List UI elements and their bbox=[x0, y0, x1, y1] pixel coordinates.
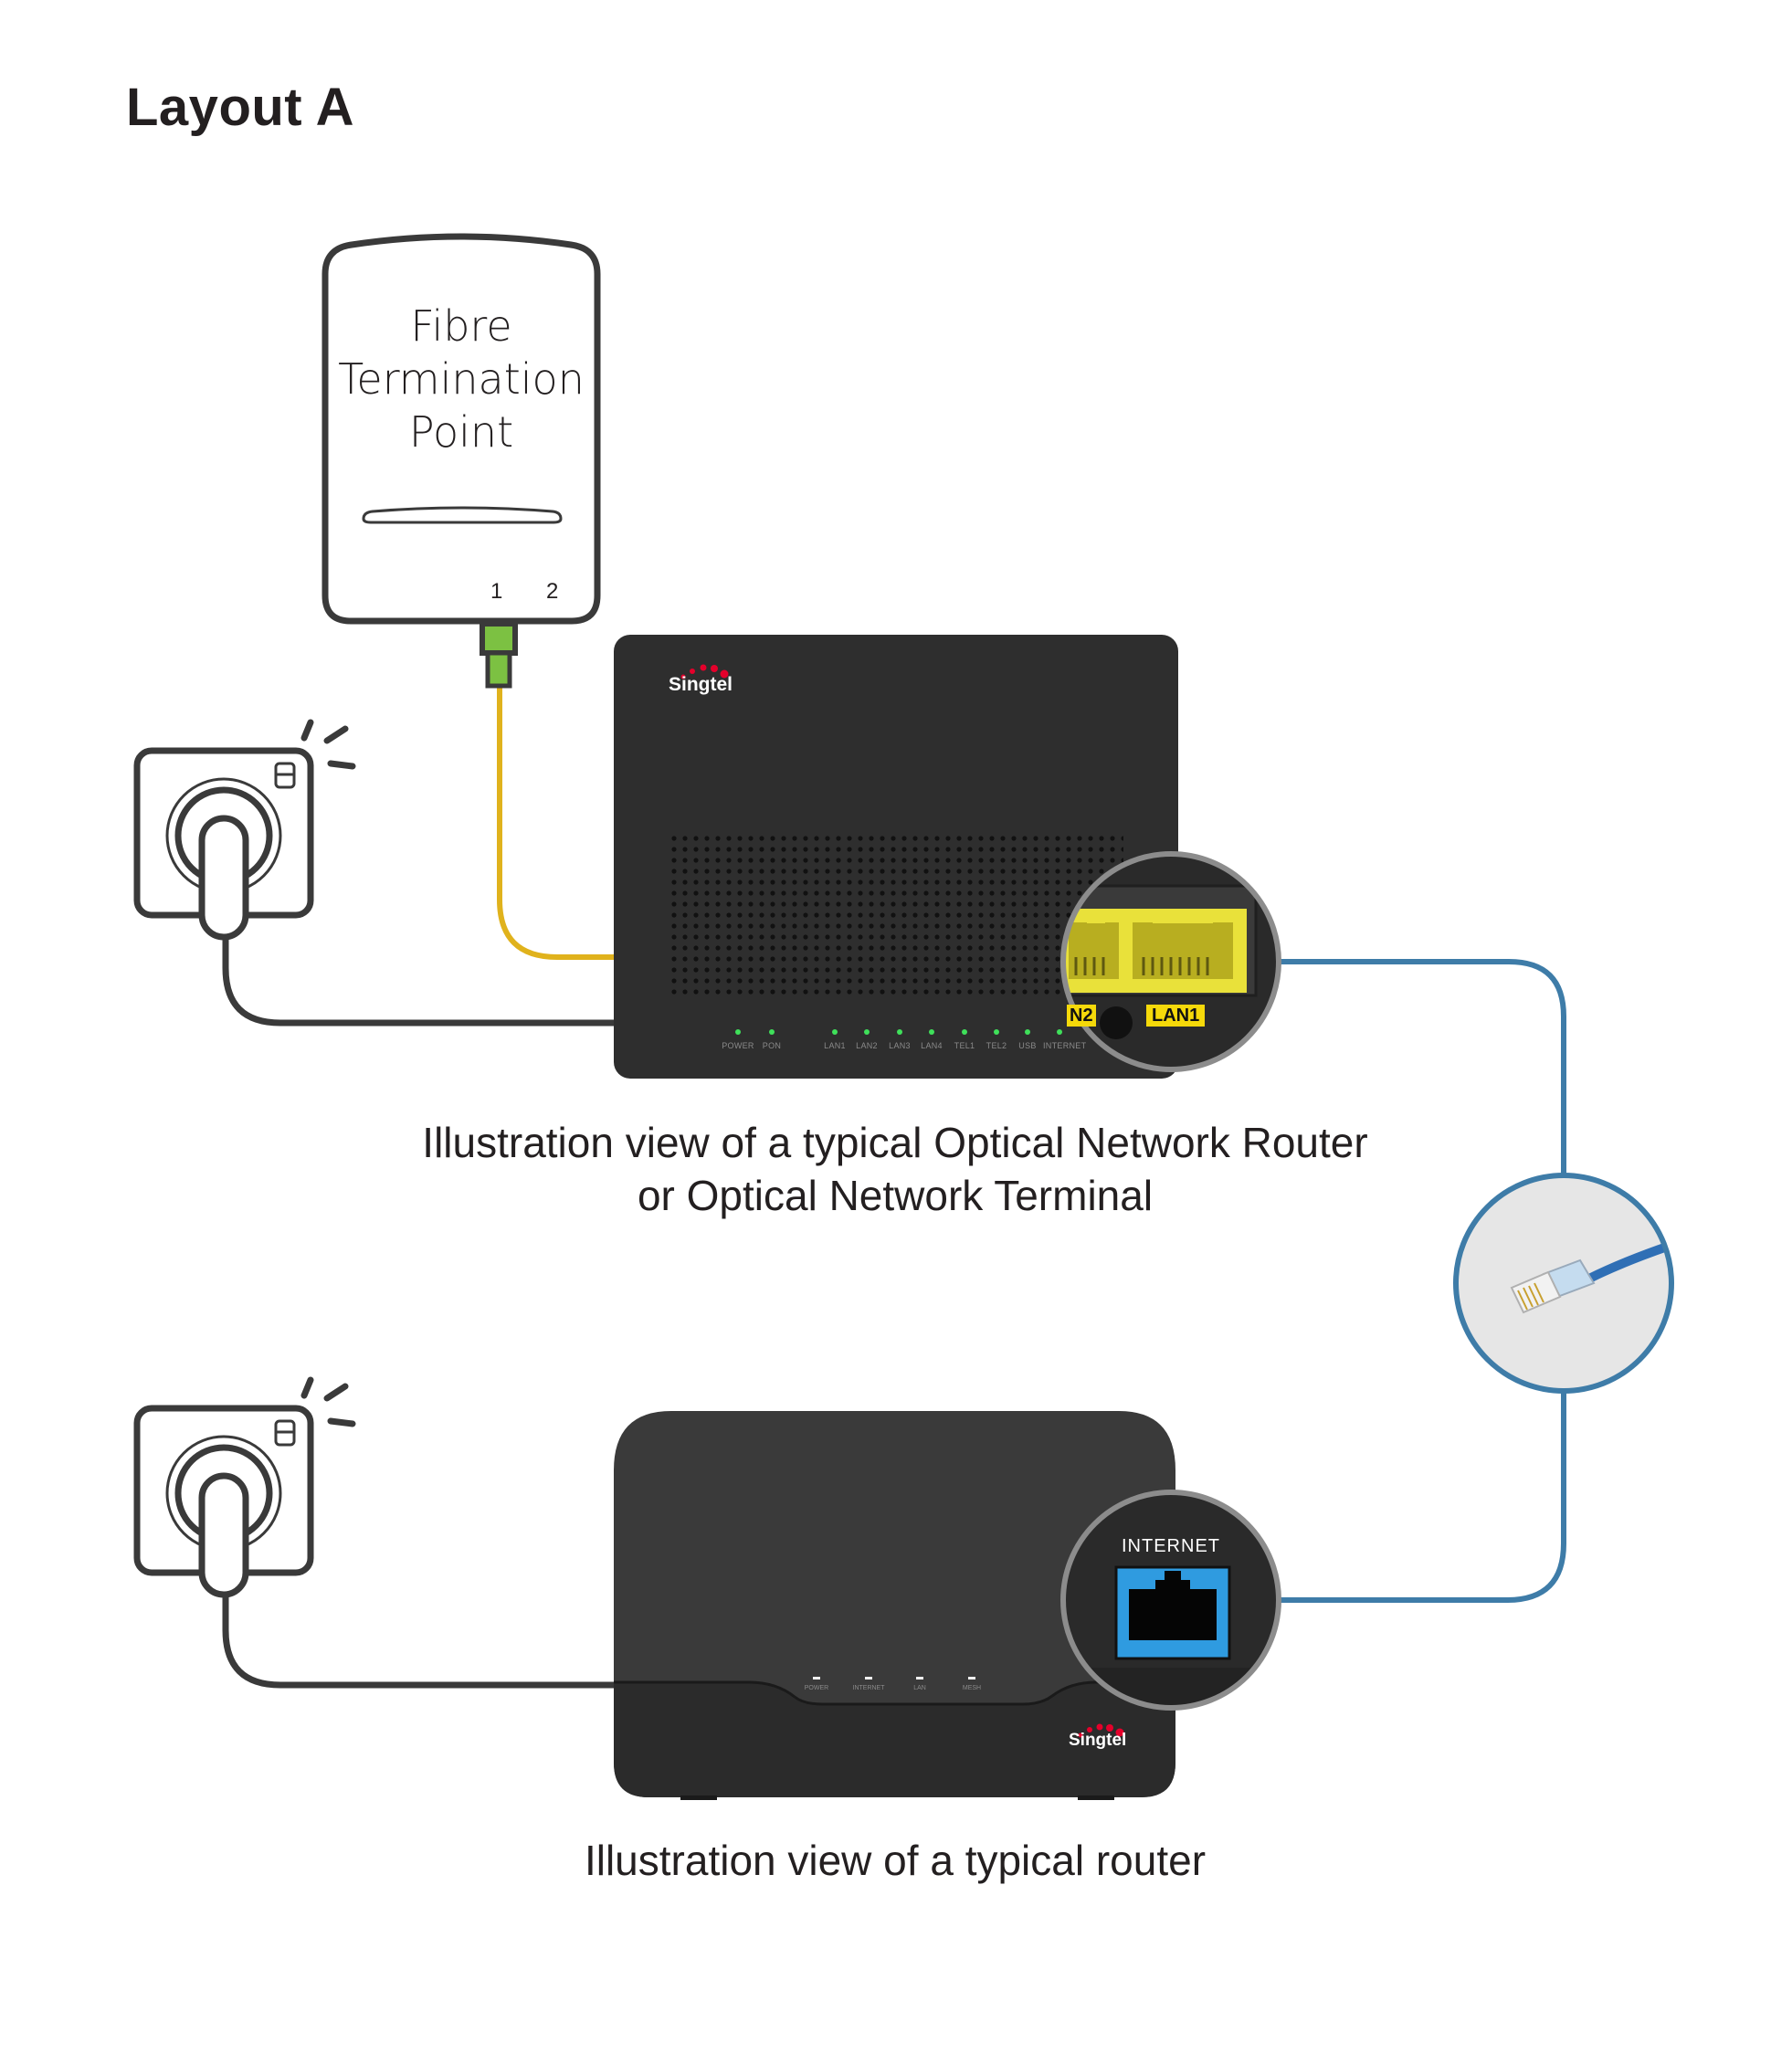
router-led-lan bbox=[916, 1677, 923, 1680]
ftp-label-line: Point bbox=[408, 407, 514, 457]
ont-led-label: LAN1 bbox=[824, 1041, 846, 1050]
ont-led-label: TEL2 bbox=[986, 1041, 1007, 1050]
ont-led-tel2 bbox=[994, 1029, 999, 1035]
ont-led-label: INTERNET bbox=[1043, 1041, 1087, 1050]
power-outlet-icon bbox=[133, 1376, 356, 1598]
ftp-port-2: 2 bbox=[546, 579, 559, 604]
ftp-port-1: 1 bbox=[490, 579, 503, 604]
ethernet-connector-zoom-circle bbox=[1453, 1173, 1674, 1394]
router-led-label: INTERNET bbox=[852, 1685, 885, 1691]
fibre-cable bbox=[497, 687, 614, 960]
singtel-logo-dots bbox=[1078, 1723, 1124, 1738]
ont-brand-logo: Singtel bbox=[669, 674, 733, 695]
ftp-label: Fibre Termination Point bbox=[329, 300, 594, 458]
ont-led-label: USB bbox=[1018, 1041, 1037, 1050]
lan1-port-tag: LAN1 bbox=[1146, 1005, 1206, 1027]
ont-led-internet bbox=[1057, 1029, 1062, 1035]
lan-port-zoom-circle bbox=[1060, 851, 1281, 1072]
ont-caption: Illustration view of a typical Optical N… bbox=[347, 1116, 1443, 1222]
router-led-row bbox=[813, 1677, 975, 1680]
lan2-port-tag: N2 bbox=[1067, 1005, 1096, 1027]
power-cable-ont bbox=[222, 932, 614, 1027]
ont-led-lan3 bbox=[897, 1029, 902, 1035]
page-title: Layout A bbox=[126, 78, 354, 137]
ont-caption-line: or Optical Network Terminal bbox=[637, 1172, 1154, 1219]
ont-led-label: LAN3 bbox=[889, 1041, 911, 1050]
fibre-termination-point bbox=[322, 233, 601, 689]
router-caption: Illustration view of a typical router bbox=[584, 1837, 1207, 1884]
ont-led-row bbox=[735, 1029, 1062, 1035]
ont-led-label: LAN4 bbox=[921, 1041, 943, 1050]
ont-led-tel1 bbox=[962, 1029, 967, 1035]
power-cable-router bbox=[222, 1589, 614, 1689]
router bbox=[614, 1411, 1175, 1800]
ont-led-lan4 bbox=[929, 1029, 934, 1035]
ethernet-cable bbox=[1279, 959, 1566, 1174]
ont-led-lan1 bbox=[832, 1029, 838, 1035]
power-outlet-icon bbox=[133, 719, 356, 941]
ont-caption-line: Illustration view of a typical Optical N… bbox=[422, 1119, 1368, 1166]
singtel-logo-dots bbox=[680, 664, 729, 679]
router-led-internet bbox=[865, 1677, 872, 1680]
router-led-power bbox=[813, 1677, 820, 1680]
ont-led-pon bbox=[769, 1029, 775, 1035]
ftp-label-line: Termination bbox=[338, 354, 585, 404]
ont-led-label: POWER bbox=[722, 1041, 754, 1050]
router-led-label: MESH bbox=[962, 1685, 982, 1691]
ont-led-lan2 bbox=[864, 1029, 870, 1035]
optical-network-terminal bbox=[614, 635, 1178, 1079]
ont-led-label: LAN2 bbox=[856, 1041, 878, 1050]
ont-led-label: TEL1 bbox=[954, 1041, 975, 1050]
internet-port-tag: INTERNET bbox=[1122, 1536, 1220, 1556]
internet-port-zoom-circle bbox=[1060, 1490, 1281, 1711]
ont-led-usb bbox=[1025, 1029, 1030, 1035]
ont-led-power bbox=[735, 1029, 741, 1035]
ftp-label-line: Fibre bbox=[410, 301, 512, 351]
ont-led-label: PON bbox=[762, 1041, 782, 1050]
router-led-mesh bbox=[968, 1677, 975, 1680]
fibre-connector bbox=[480, 621, 518, 656]
ethernet-cable-lower bbox=[1279, 1393, 1566, 1603]
router-led-label: LAN bbox=[913, 1685, 926, 1691]
router-brand-logo: Singtel bbox=[1069, 1731, 1127, 1750]
router-led-label: POWER bbox=[804, 1685, 829, 1691]
